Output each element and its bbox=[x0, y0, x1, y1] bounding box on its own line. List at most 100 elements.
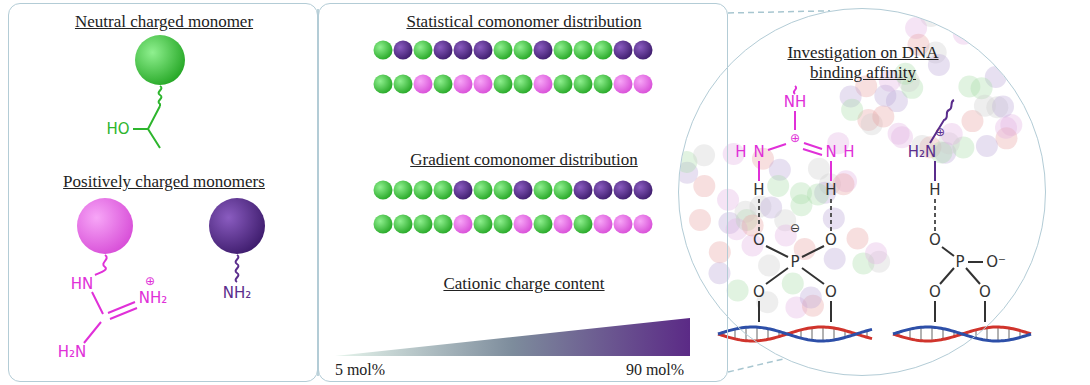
panel-box: Statistical comonomer distributionGradie… bbox=[318, 3, 728, 382]
monomer-bead bbox=[434, 41, 453, 60]
guanidinium-monomer-part bbox=[95, 255, 107, 275]
monomer-bead bbox=[594, 75, 613, 94]
monomer-bead bbox=[614, 181, 633, 200]
monomer-bead bbox=[474, 75, 493, 94]
faded-bead bbox=[967, 9, 989, 31]
faded-bead bbox=[727, 279, 749, 301]
neutral-monomer-part bbox=[133, 106, 160, 148]
atom-label: H bbox=[843, 145, 854, 160]
atom-label: P bbox=[955, 255, 964, 270]
monomer-bead bbox=[374, 181, 393, 200]
monomer-bead bbox=[534, 181, 553, 200]
guanidinium-monomer bbox=[77, 198, 137, 343]
base-pair bbox=[811, 328, 813, 341]
atom-label: P bbox=[790, 255, 799, 270]
amine-monomer-part bbox=[209, 198, 265, 254]
monomer-bead bbox=[394, 215, 413, 234]
monomer-bead bbox=[634, 215, 653, 234]
monomer-bead bbox=[414, 181, 433, 200]
faded-bead bbox=[824, 248, 846, 270]
monomer-bead bbox=[534, 215, 553, 234]
base-pair bbox=[931, 327, 933, 341]
faded-bead bbox=[1033, 70, 1055, 92]
faded-bead bbox=[953, 23, 975, 45]
base-pair bbox=[920, 327, 922, 340]
monomer-bead bbox=[414, 75, 433, 94]
faded-bead bbox=[976, 135, 998, 157]
faded-bead bbox=[1008, 61, 1030, 83]
base-pair bbox=[833, 328, 835, 340]
faded-polymer-background bbox=[675, 0, 1055, 318]
focus-circle: Investigation on DNA binding affinity bbox=[678, 8, 1046, 376]
ammonium-phosphate-binding-part bbox=[935, 247, 985, 322]
atom-label: O bbox=[929, 285, 941, 300]
faded-bead bbox=[767, 175, 789, 197]
atom-label: NH bbox=[784, 95, 807, 110]
dna-strand bbox=[718, 327, 872, 341]
guanidinium-phosphate-binding-part bbox=[794, 86, 796, 94]
monomer-bead bbox=[394, 41, 413, 60]
base-pair bbox=[756, 327, 758, 341]
panel-heading: Cationic charge content bbox=[319, 274, 729, 294]
monomer-bead bbox=[414, 215, 433, 234]
faded-bead bbox=[689, 209, 711, 231]
zoom-line bbox=[728, 359, 784, 372]
faded-bead bbox=[995, 117, 1017, 139]
atom-label: O bbox=[753, 285, 765, 300]
ammonium-phosphate-binding bbox=[930, 100, 985, 322]
monomer-bead bbox=[514, 181, 533, 200]
monomer-bead bbox=[554, 75, 573, 94]
monomer-bead bbox=[574, 75, 593, 94]
faded-bead bbox=[872, 105, 894, 127]
faded-bead bbox=[874, 85, 896, 107]
scale-label: 5 mol% bbox=[335, 362, 385, 378]
base-pair bbox=[822, 327, 824, 341]
faded-bead bbox=[888, 123, 910, 145]
monomer-bead bbox=[374, 41, 393, 60]
faded-bead bbox=[865, 242, 887, 264]
guanidinium-phosphate-binding-part bbox=[759, 111, 831, 181]
faded-bead bbox=[963, 1, 985, 23]
atom-label: H bbox=[753, 183, 764, 198]
monomer-bead bbox=[454, 215, 473, 234]
monomer-bead bbox=[374, 215, 393, 234]
guanidinium-phosphate-binding-part bbox=[759, 246, 831, 322]
monomer-bead bbox=[594, 181, 613, 200]
monomer-bead bbox=[534, 41, 553, 60]
amine-monomer-part bbox=[236, 255, 239, 282]
amine-monomer bbox=[209, 198, 265, 282]
monomer-bead bbox=[474, 215, 493, 234]
faded-bead bbox=[808, 158, 830, 180]
monomer-bead bbox=[494, 215, 513, 234]
atom-label: O⁻ bbox=[986, 255, 1006, 270]
monomer-bead bbox=[414, 41, 433, 60]
monomer-bead bbox=[514, 215, 533, 234]
neutral-monomer-part bbox=[159, 86, 162, 106]
monomer-bead bbox=[634, 75, 653, 94]
dna-strand bbox=[893, 327, 1031, 341]
monomer-bead bbox=[494, 181, 513, 200]
panel-heading: Gradient comonomer distribution bbox=[319, 150, 729, 170]
monomer-bead bbox=[634, 181, 653, 200]
monomer-bead bbox=[594, 41, 613, 60]
faded-bead bbox=[974, 95, 996, 117]
charge-gradient-wedge bbox=[335, 318, 690, 356]
monomer-bead bbox=[374, 75, 393, 94]
guanidinium-phosphate-binding bbox=[759, 86, 831, 322]
atom-label: H₂N bbox=[908, 145, 937, 160]
monomer-bead bbox=[514, 41, 533, 60]
monomer-bead bbox=[574, 181, 593, 200]
monomer-bead bbox=[554, 215, 573, 234]
monomer-bead bbox=[474, 181, 493, 200]
atom-label: H bbox=[825, 183, 836, 198]
atom-label: N bbox=[753, 145, 764, 160]
atom-label: N bbox=[825, 145, 836, 160]
atom-label: HN bbox=[71, 277, 94, 292]
base-pair bbox=[1008, 328, 1010, 340]
atom-label: ⊖ bbox=[790, 222, 800, 234]
faded-bead bbox=[944, 0, 966, 21]
monomer-bead bbox=[534, 75, 553, 94]
faded-bead bbox=[1028, 63, 1050, 85]
monomer-bead bbox=[394, 181, 413, 200]
